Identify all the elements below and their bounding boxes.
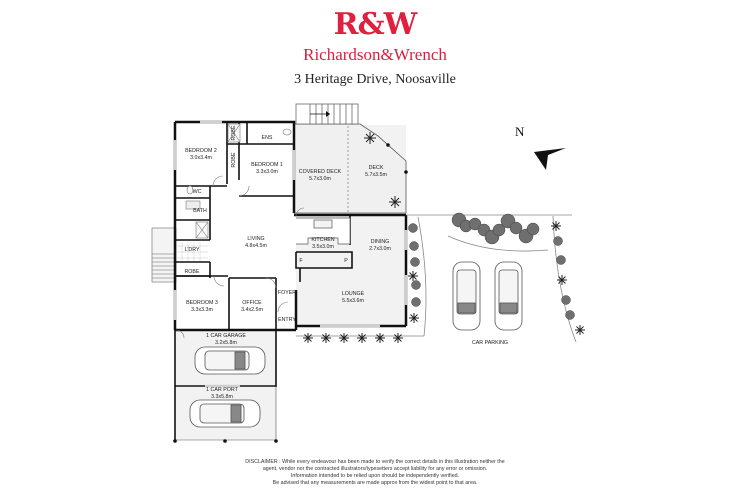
robe-c-label: ROBE — [184, 269, 199, 275]
laundry-label: L'DRY — [184, 247, 200, 253]
parked-car-2 — [494, 261, 523, 331]
foyer-label: FOYER — [278, 290, 296, 296]
deck-label: DECK — [369, 165, 384, 171]
bath-label: BATH — [193, 208, 207, 214]
robe-a-label: ROBE — [231, 125, 237, 140]
kitchen-size: 3.5x3.0m — [312, 244, 334, 250]
disclaimer: DISCLAIMER : While every endeavour has b… — [0, 459, 750, 487]
garage-car — [194, 346, 266, 375]
carport-label: 1 CAR PORT — [206, 387, 238, 393]
kitchen-label: KITCHEN — [311, 237, 334, 243]
brand-logo: R&W — [333, 7, 418, 42]
garden-shrubs — [408, 212, 575, 320]
lounge-label: LOUNGE — [342, 291, 365, 297]
living-label: LIVING — [247, 236, 264, 242]
dining-size: 2.7x3.0m — [369, 246, 391, 252]
living-size: 4.8x4.5m — [245, 243, 267, 249]
carport-car — [189, 399, 261, 428]
fridge-label: F — [299, 258, 303, 264]
lounge-size: 5.5x3.6m — [342, 298, 364, 304]
disclaimer-line: DISCLAIMER : While every endeavour has b… — [245, 459, 505, 465]
parked-car-1 — [452, 261, 481, 331]
disclaimer-line: Be advised that any measurements are mad… — [272, 480, 478, 486]
bedroom3-label: BEDROOM 3 — [186, 300, 218, 306]
car-parking-label: CAR PARKING — [472, 340, 508, 346]
deck-size: 5.7x3.5m — [365, 172, 387, 178]
wc-label: WC — [193, 189, 202, 195]
bedroom2-size: 3.0x3.4m — [190, 155, 212, 161]
north-arrow-icon — [534, 148, 566, 170]
brand-name: Richardson&Wrench — [303, 45, 447, 64]
garage-label: 1 CAR GARAGE — [206, 333, 246, 339]
side-stairs — [151, 227, 177, 283]
covered-deck-size: 5.7x3.0m — [309, 176, 331, 182]
bedroom1-size: 3.3x3.0m — [256, 169, 278, 175]
pantry-label: P — [344, 258, 348, 264]
office-label: OFFICE — [242, 300, 262, 306]
disclaimer-line: Information intended to be relied upon s… — [290, 473, 460, 479]
bedroom3-size: 3.3x3.3m — [191, 307, 213, 313]
north-label: N — [515, 124, 525, 139]
ens-label: ENS — [262, 135, 273, 141]
palm-plants — [303, 132, 585, 343]
carport-size: 3.3x5.8m — [211, 394, 233, 400]
bedroom1-label: BEDROOM 1 — [251, 162, 283, 168]
robe-b-label: ROBE — [231, 152, 237, 167]
bedroom2-label: BEDROOM 2 — [185, 148, 217, 154]
covered-deck-label: COVERED DECK — [299, 169, 342, 175]
property-address: 3 Heritage Drive, Noosaville — [294, 72, 456, 87]
entry-label: ENTRY — [278, 317, 296, 323]
disclaimer-line: agent, vendor nor the contracted illustr… — [262, 466, 488, 472]
dining-label: DINING — [371, 239, 390, 245]
office-size: 3.4x2.5m — [241, 307, 263, 313]
garage-size: 3.2x5.8m — [215, 340, 237, 346]
